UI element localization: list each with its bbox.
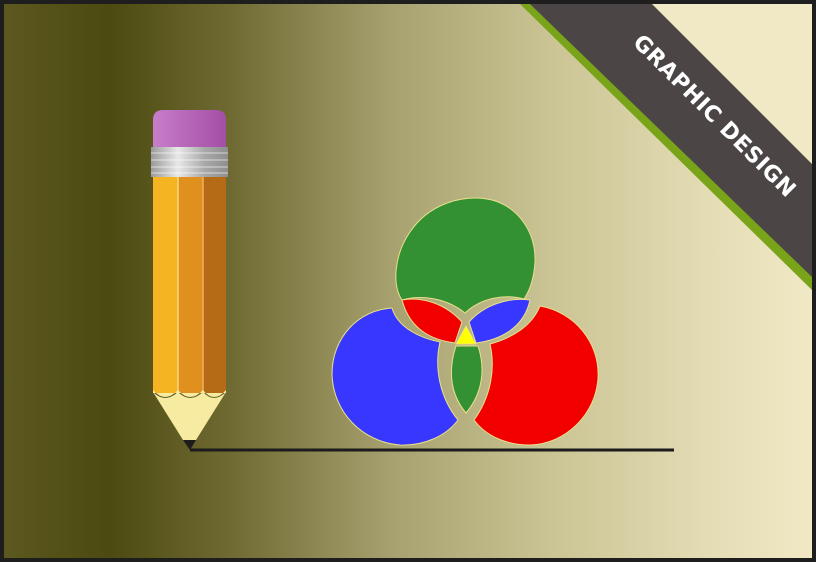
pencil-eraser [153, 110, 226, 148]
pencil-ferrule [151, 147, 228, 177]
pencil-body-left [153, 177, 178, 393]
banner-fill [530, 4, 812, 277]
rgb-venn-icon [331, 197, 599, 446]
pencil-icon [151, 110, 228, 450]
corner-banner [520, 4, 812, 290]
venn-yellow-center [455, 325, 477, 345]
pencil-body-right [203, 177, 226, 393]
venn-green-circle [395, 197, 536, 314]
pencil-wood-tip [153, 392, 226, 440]
illustration [151, 4, 812, 452]
venn-red-circle [473, 305, 599, 446]
pencil-body-mid [178, 177, 203, 393]
pencil-graphite [183, 440, 196, 450]
venn-blue-circle [331, 307, 459, 446]
venn-green-lens [450, 345, 483, 414]
venn-blue-lens [468, 298, 531, 344]
venn-red-lens [401, 298, 463, 344]
